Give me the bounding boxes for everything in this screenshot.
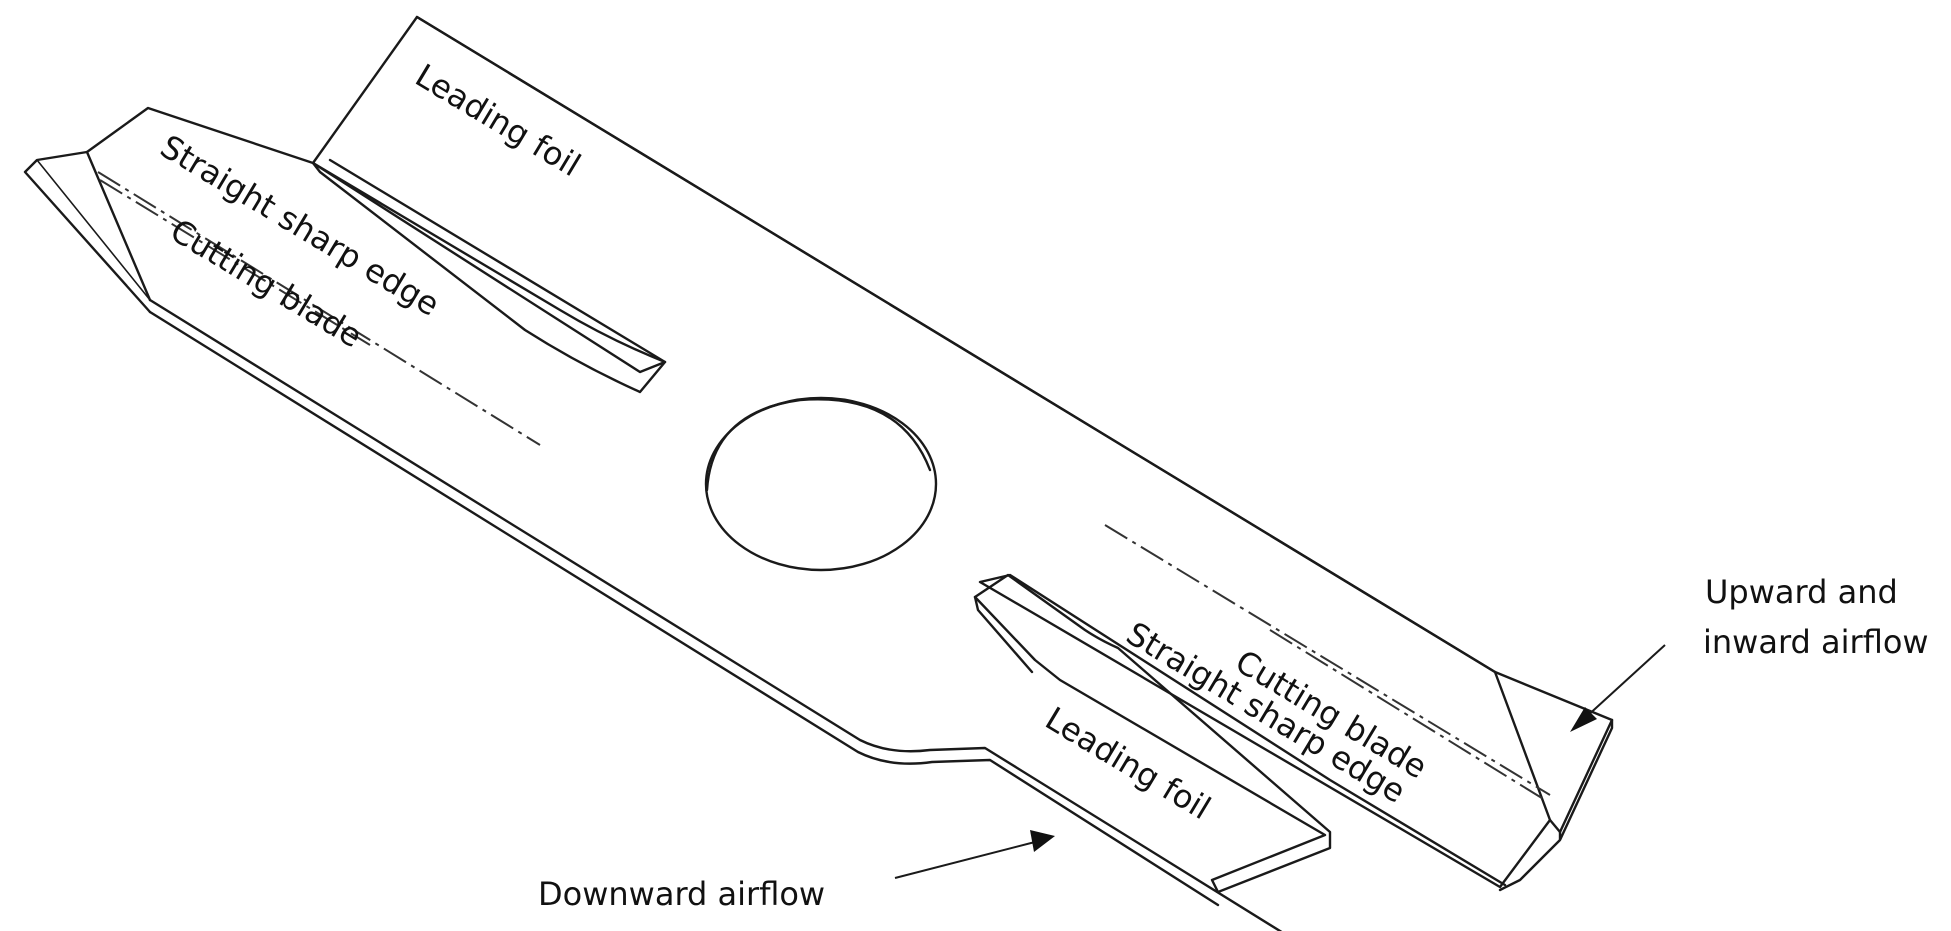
blade-bottom-edge-upper (148, 298, 1283, 931)
label-leading-foil-top: Leading foil (409, 56, 587, 184)
leading-foil-bottom-shape (973, 573, 1332, 894)
right-end-inner (1494, 671, 1551, 821)
downward-airflow-arrow (894, 830, 1055, 879)
right-cutting-line-2 (1269, 629, 1546, 801)
upward-airflow-arrow (1570, 644, 1666, 732)
leading-foil-top-shape (311, 161, 667, 394)
label-downward-airflow: Downward airflow (538, 875, 825, 913)
label-upward-airflow-line1: Upward and (1705, 573, 1898, 611)
left-end-tip (23, 150, 152, 314)
center-hole (704, 396, 938, 572)
blade-top-edge (415, 15, 1497, 674)
right-cutting-line (1104, 524, 1551, 796)
left-cutting-line (97, 171, 541, 446)
right-end-wedge (1493, 670, 1614, 834)
blade-body (23, 15, 1614, 931)
right-end-tip (1498, 718, 1614, 892)
label-upward-airflow-line2: inward airflow (1703, 623, 1929, 661)
left-end-wedge (85, 106, 315, 302)
blade-bottom-edge-lower (148, 310, 1220, 907)
left-end-tip-inner (36, 159, 151, 301)
left-cutting-line-2 (99, 179, 371, 346)
